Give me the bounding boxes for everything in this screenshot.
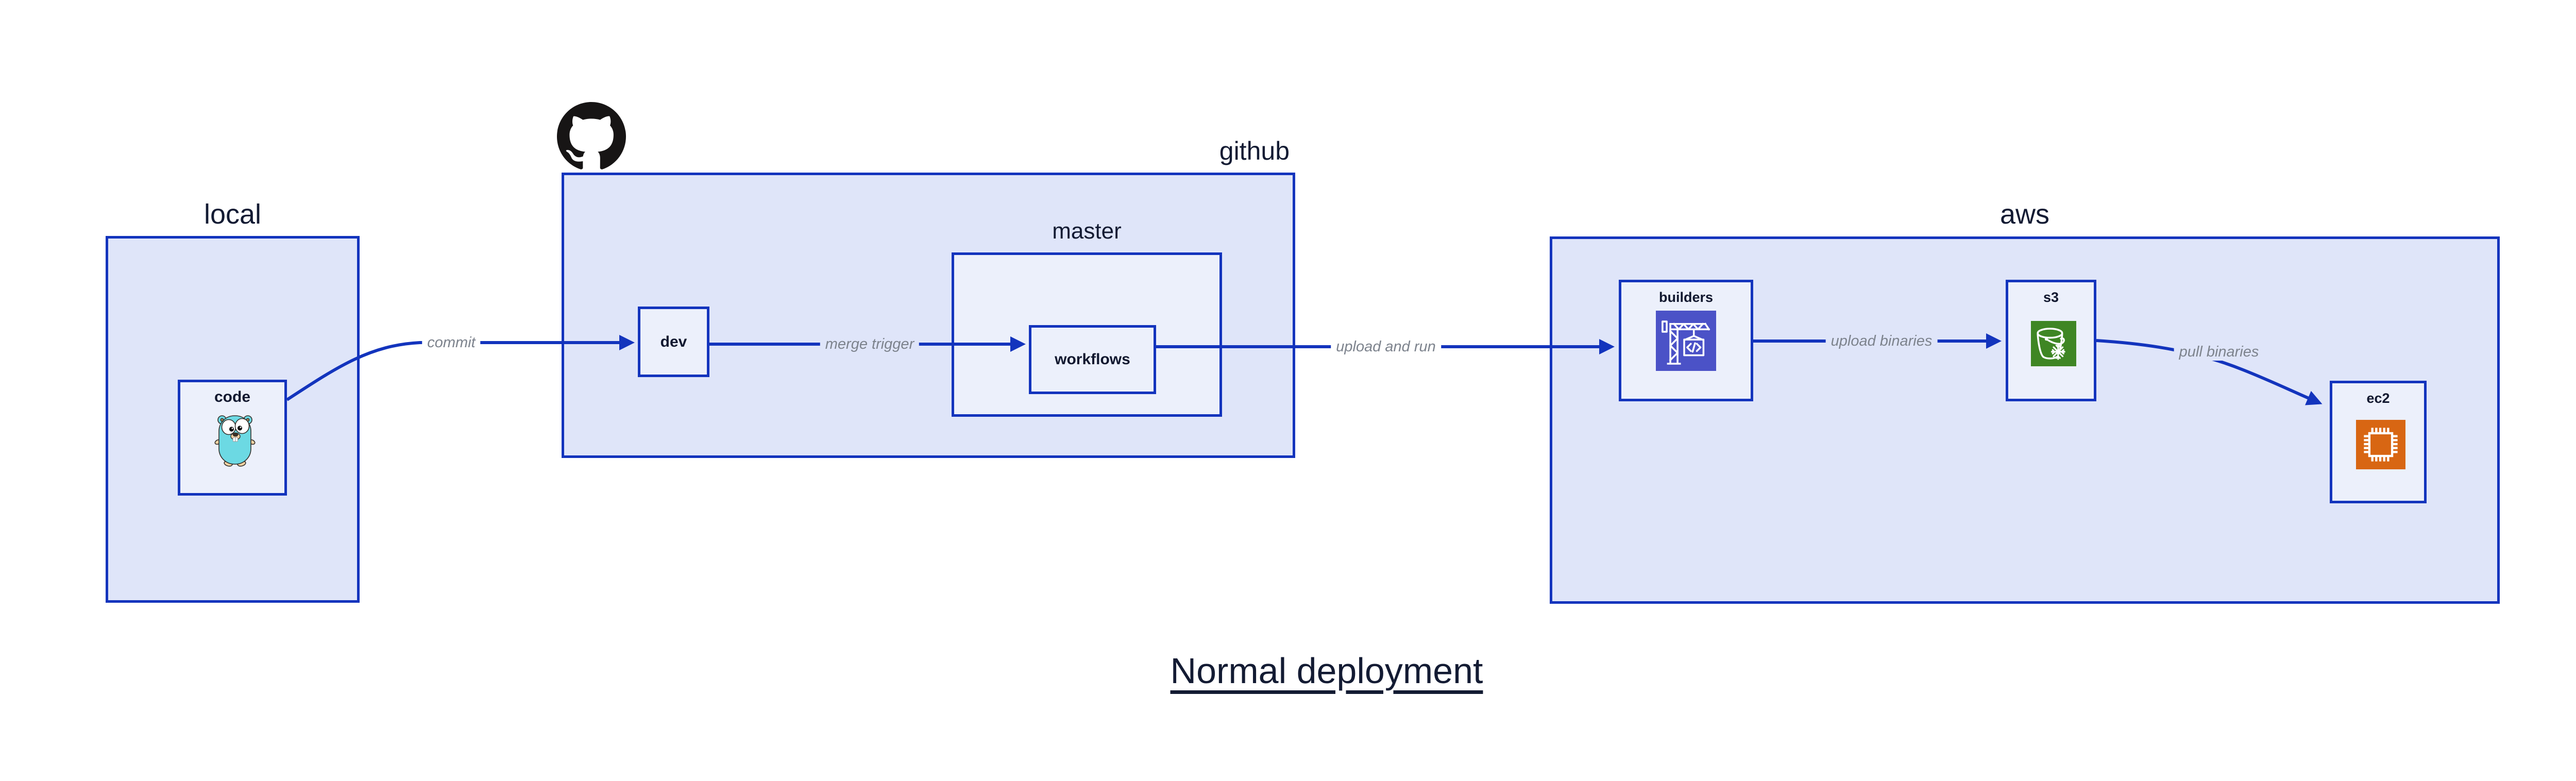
github-octocat-logo-icon [557,102,626,171]
ec2-node-label: ec2 [2366,390,2390,406]
aws-group-label: aws [1999,199,2050,230]
aws-ec2-chip-icon [2356,420,2405,469]
code-node: code [178,380,287,496]
edge-label-pull-binaries: pull binaries [2174,343,2264,361]
edge-label-commit: commit [422,334,481,351]
github-group-label: github [1219,137,1290,165]
s3-node-label: s3 [2043,290,2059,305]
local-group-label: local [204,199,262,230]
go-gopher-icon [214,413,256,467]
aws-codebuild-crane-icon [1656,310,1716,371]
workflows-node-label: workflows [1055,351,1130,368]
s3-node: s3 [2006,280,2096,401]
builders-node: builders [1619,280,1753,401]
builders-node-label: builders [1658,290,1714,305]
edge-label-merge-trigger: merge trigger [820,335,920,353]
edge-label-upload-binaries: upload binaries [1825,332,1938,350]
dev-node-label: dev [660,333,687,350]
aws-s3-glacier-bucket-icon [2031,321,2076,366]
workflows-node: workflows [1029,325,1156,394]
dev-node: dev [638,307,709,377]
edge-label-upload-and-run: upload and run [1331,338,1441,355]
master-group-label: master [1052,218,1122,244]
ec2-node: ec2 [2330,381,2427,503]
code-node-label: code [214,388,251,405]
diagram-title: Normal deployment [1170,651,1483,691]
